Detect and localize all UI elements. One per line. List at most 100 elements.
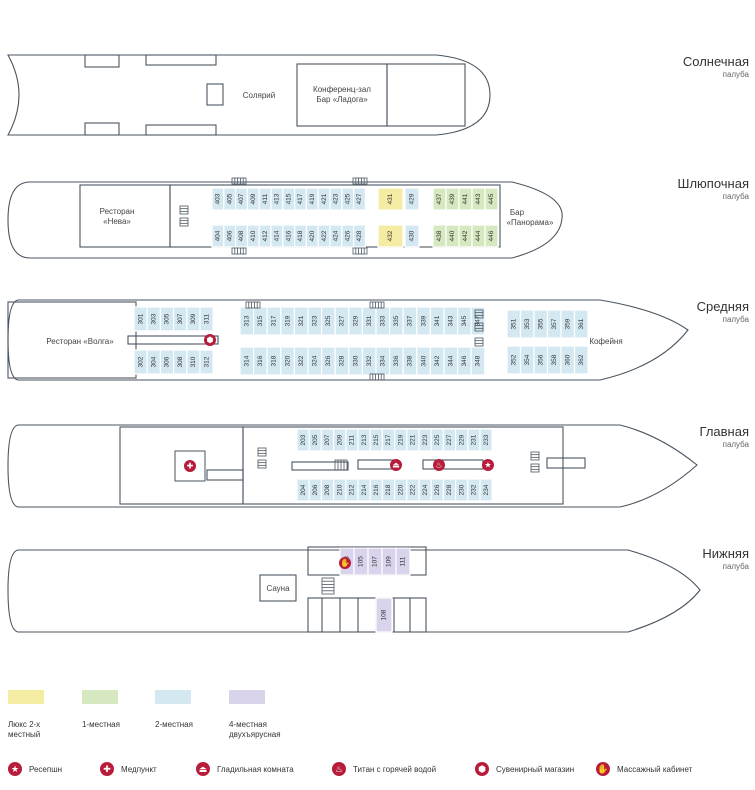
cabin-329[interactable]: 329	[348, 306, 363, 336]
cabin-426[interactable]: 426	[341, 224, 355, 248]
cabin-403[interactable]: 403	[211, 187, 225, 211]
cabin-409[interactable]: 409	[246, 187, 260, 211]
cabin-422[interactable]: 422	[317, 224, 331, 248]
cabin-335[interactable]: 335	[389, 306, 404, 336]
cabin-432[interactable]: 432	[377, 224, 404, 248]
cabin-345[interactable]: 345	[457, 306, 472, 336]
cabin-413[interactable]: 413	[270, 187, 284, 211]
cabin-421[interactable]: 421	[317, 187, 331, 211]
cabin-408[interactable]: 408	[235, 224, 249, 248]
cabin-362[interactable]: 362	[573, 345, 589, 375]
cabin-340[interactable]: 340	[416, 346, 431, 376]
cabin-443[interactable]: 443	[471, 187, 486, 211]
cabin-343[interactable]: 343	[443, 306, 459, 336]
cabin-355[interactable]: 355	[533, 309, 549, 339]
cabin-428[interactable]: 428	[353, 224, 367, 248]
cabin-341[interactable]: 341	[429, 306, 445, 336]
cabin-213[interactable]: 213	[357, 428, 371, 452]
cabin-331[interactable]: 331	[361, 306, 377, 336]
cabin-353[interactable]: 353	[519, 309, 535, 339]
cabin-334[interactable]: 334	[375, 346, 391, 376]
cabin-346[interactable]: 346	[457, 346, 472, 376]
cabin-410[interactable]: 410	[246, 224, 260, 248]
cabin-442[interactable]: 442	[458, 224, 473, 248]
cabin-333[interactable]: 333	[375, 306, 391, 336]
cabin-427[interactable]: 427	[353, 187, 367, 211]
cabin-326[interactable]: 326	[321, 346, 336, 376]
cabin-108[interactable]: 108	[375, 597, 393, 633]
cabin-219[interactable]: 219	[394, 428, 408, 452]
cabin-438[interactable]: 438	[432, 224, 447, 248]
cabin-429[interactable]: 429	[404, 187, 420, 211]
cabin-441[interactable]: 441	[458, 187, 473, 211]
cabin-359[interactable]: 359	[560, 309, 576, 339]
cabin-325[interactable]: 325	[321, 306, 336, 336]
cabin-318[interactable]: 318	[266, 346, 282, 376]
cabin-229[interactable]: 229	[455, 428, 469, 452]
cabin-319[interactable]: 319	[280, 306, 295, 336]
cabin-232[interactable]: 232	[467, 478, 481, 502]
cabin-212[interactable]: 212	[345, 478, 359, 502]
cabin-354[interactable]: 354	[519, 345, 535, 375]
cabin-415[interactable]: 415	[282, 187, 296, 211]
cabin-338[interactable]: 338	[402, 346, 418, 376]
cabin-358[interactable]: 358	[546, 345, 562, 375]
cabin-105[interactable]: 105	[353, 547, 369, 576]
cabin-304[interactable]: 304	[146, 349, 161, 375]
cabin-322[interactable]: 322	[293, 346, 309, 376]
cabin-207[interactable]: 207	[320, 428, 335, 452]
cabin-337[interactable]: 337	[402, 306, 418, 336]
cabin-209[interactable]: 209	[333, 428, 347, 452]
cabin-109[interactable]: 109	[381, 547, 397, 576]
cabin-208[interactable]: 208	[320, 478, 335, 502]
cabin-440[interactable]: 440	[445, 224, 460, 248]
cabin-405[interactable]: 405	[223, 187, 237, 211]
cabin-217[interactable]: 217	[381, 428, 396, 452]
cabin-308[interactable]: 308	[173, 349, 188, 375]
cabin-323[interactable]: 323	[307, 306, 323, 336]
cabin-211[interactable]: 211	[345, 428, 359, 452]
cabin-305[interactable]: 305	[159, 306, 175, 332]
cabin-412[interactable]: 412	[258, 224, 272, 248]
cabin-218[interactable]: 218	[381, 478, 396, 502]
cabin-444[interactable]: 444	[471, 224, 486, 248]
cabin-419[interactable]: 419	[305, 187, 319, 211]
cabin-226[interactable]: 226	[430, 478, 445, 502]
cabin-439[interactable]: 439	[445, 187, 460, 211]
cabin-320[interactable]: 320	[280, 346, 295, 376]
cabin-230[interactable]: 230	[455, 478, 469, 502]
cabin-314[interactable]: 314	[239, 346, 255, 376]
cabin-220[interactable]: 220	[394, 478, 408, 502]
cabin-418[interactable]: 418	[294, 224, 308, 248]
cabin-309[interactable]: 309	[186, 306, 201, 332]
cabin-423[interactable]: 423	[329, 187, 343, 211]
cabin-303[interactable]: 303	[146, 306, 161, 332]
cabin-321[interactable]: 321	[293, 306, 309, 336]
cabin-312[interactable]: 312	[199, 349, 214, 375]
cabin-316[interactable]: 316	[253, 346, 268, 376]
cabin-203[interactable]: 203	[296, 428, 310, 452]
cabin-204[interactable]: 204	[296, 478, 310, 502]
cabin-234[interactable]: 234	[479, 478, 493, 502]
cabin-327[interactable]: 327	[334, 306, 350, 336]
cabin-215[interactable]: 215	[369, 428, 384, 452]
cabin-111[interactable]: 111	[395, 547, 411, 576]
cabin-424[interactable]: 424	[329, 224, 343, 248]
cabin-302[interactable]: 302	[133, 349, 148, 375]
cabin-361[interactable]: 361	[573, 309, 589, 339]
cabin-210[interactable]: 210	[333, 478, 347, 502]
cabin-356[interactable]: 356	[533, 345, 549, 375]
cabin-324[interactable]: 324	[307, 346, 323, 376]
cabin-330[interactable]: 330	[348, 346, 363, 376]
cabin-317[interactable]: 317	[266, 306, 282, 336]
cabin-407[interactable]: 407	[235, 187, 249, 211]
cabin-425[interactable]: 425	[341, 187, 355, 211]
cabin-107[interactable]: 107	[367, 547, 383, 576]
cabin-205[interactable]: 205	[308, 428, 323, 452]
cabin-311[interactable]: 311	[199, 306, 214, 332]
cabin-339[interactable]: 339	[416, 306, 431, 336]
cabin-416[interactable]: 416	[282, 224, 296, 248]
cabin-301[interactable]: 301	[133, 306, 148, 332]
cabin-328[interactable]: 328	[334, 346, 350, 376]
cabin-446[interactable]: 446	[484, 224, 499, 248]
